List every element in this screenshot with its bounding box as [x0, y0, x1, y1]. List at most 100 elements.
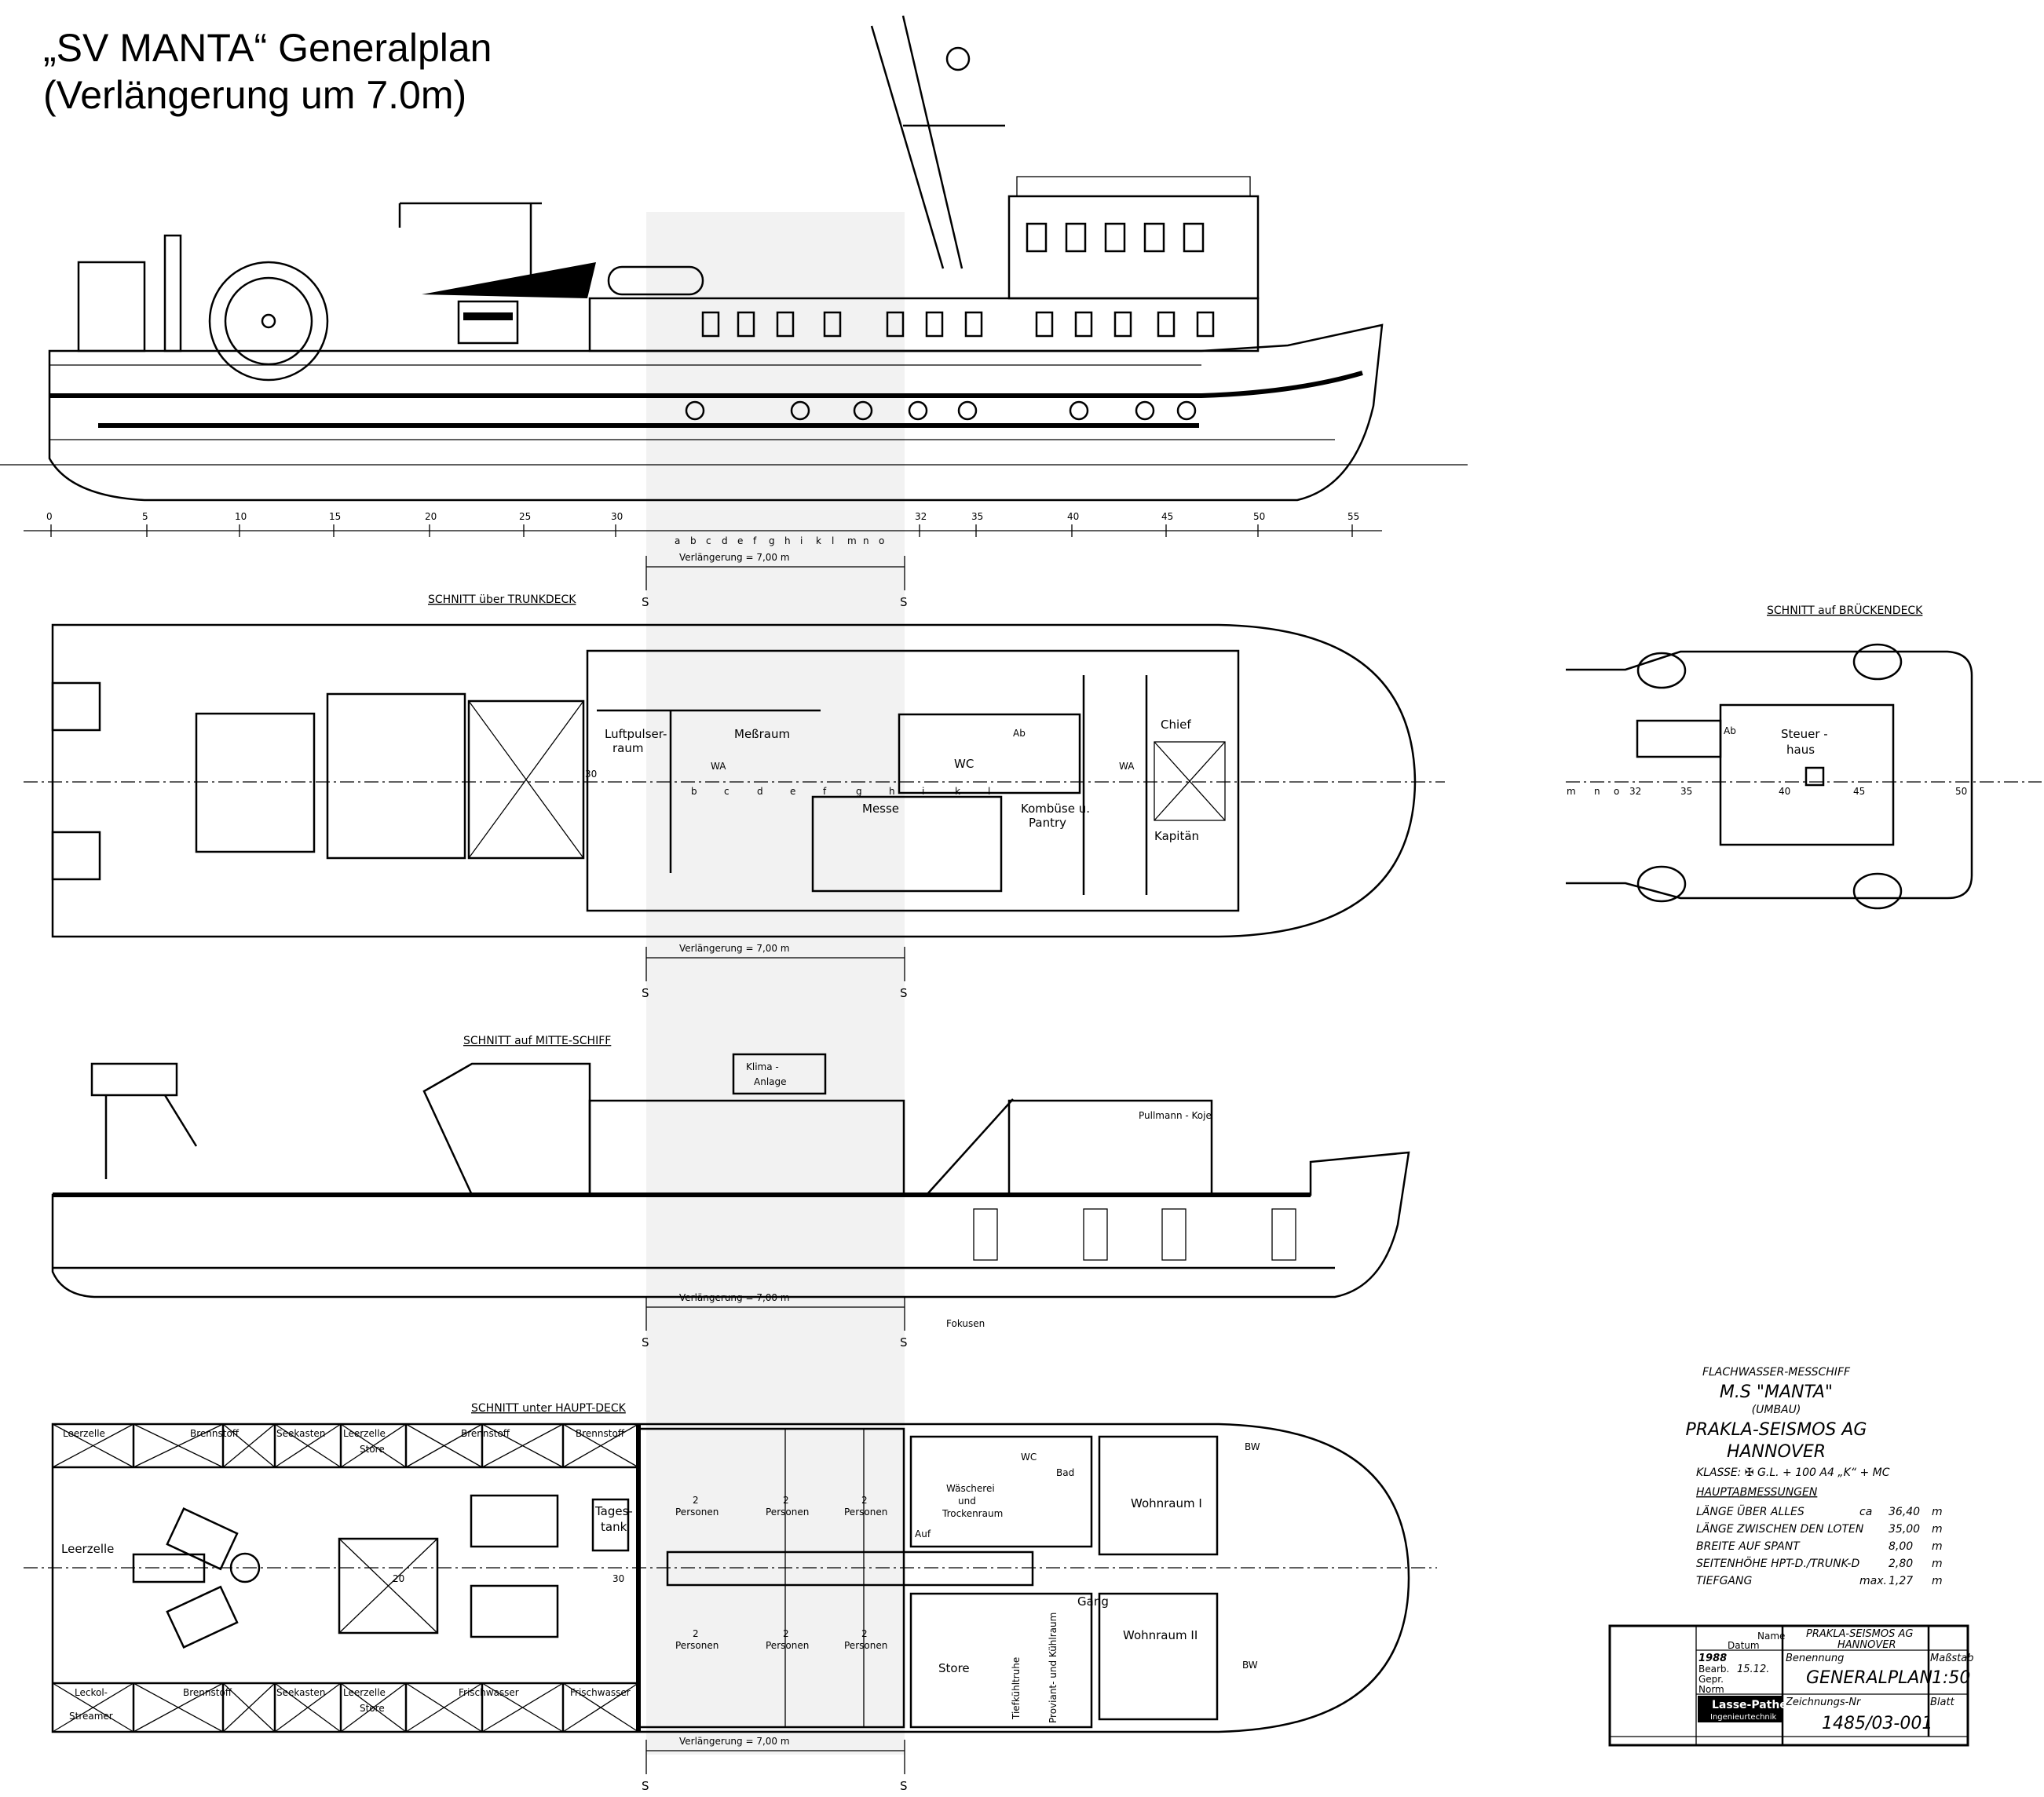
frame-letter: k — [816, 535, 821, 546]
frame-letter: m — [847, 535, 857, 546]
streamer-drum — [208, 261, 329, 382]
frame-letter: e — [790, 786, 795, 797]
door — [1271, 1208, 1296, 1261]
midship-hull — [51, 1151, 1410, 1298]
window — [886, 311, 905, 338]
svg-text:PRAKLA-SEISMOS AG: PRAKLA-SEISMOS AG — [1686, 1420, 1867, 1440]
frame-letter: h — [784, 535, 791, 546]
tank-label: Seekasten — [276, 1428, 325, 1439]
cabin-count: 2 — [693, 1628, 699, 1639]
spec-value: 1,27 — [1889, 1575, 1913, 1587]
tank-label: Brennstoff — [461, 1428, 510, 1439]
svg-text:Benennung: Benennung — [1786, 1653, 1844, 1664]
room-luftpulser-2: raum — [612, 741, 643, 755]
svg-text:30: 30 — [585, 769, 597, 780]
shaft-circle — [229, 1552, 261, 1583]
svg-text:HANNOVER: HANNOVER — [1727, 1442, 1826, 1462]
bridge-deck-plan: SCHNITT auf BRÜCKENDECK Steuer - haus Ab… — [1566, 603, 2042, 910]
tank-label: Leerzelle — [343, 1687, 386, 1698]
cabin-label: Personen — [766, 1507, 809, 1518]
hatch-fwd — [467, 699, 585, 860]
drawing-title: „SV MANTA“ Generalplan — [43, 26, 492, 70]
washbasin-label-1: WA — [711, 761, 726, 772]
spec-unit: m — [1932, 1506, 1943, 1518]
deckhouse — [588, 297, 1260, 352]
liferaft — [607, 265, 704, 296]
liferaft-3 — [1636, 865, 1687, 903]
room-pantry: Pantry — [1029, 816, 1066, 830]
svg-text:15.12.: 15.12. — [1737, 1664, 1769, 1675]
spec-unit: m — [1932, 1558, 1943, 1570]
frame-number: 45 — [1161, 511, 1173, 522]
door — [1083, 1208, 1108, 1261]
room-chief: Chief — [1161, 718, 1191, 732]
midship-fwd-house — [1007, 1099, 1213, 1196]
cabin-label: Personen — [844, 1507, 887, 1518]
frame-number: m — [1567, 786, 1576, 797]
stair-down-label: Ab — [1013, 728, 1026, 739]
corridor — [666, 1550, 1034, 1587]
porthole — [853, 400, 873, 421]
window — [925, 311, 944, 338]
tank-cross — [562, 1423, 639, 1468]
section-marker: S — [900, 986, 908, 1000]
drawing-subtitle: (Verlängerung um 7.0m) — [43, 73, 466, 117]
frame-letter: h — [889, 786, 895, 797]
cabin-count: 2 — [783, 1495, 789, 1506]
tank-label: Leckol- — [75, 1687, 108, 1698]
frame-number: 50 — [1955, 786, 1967, 797]
frame-letter: d — [722, 535, 728, 546]
room-steuerhaus: Steuer - — [1781, 727, 1828, 741]
auf-label: Auf — [915, 1529, 931, 1540]
frame-letter: b — [690, 535, 697, 546]
svg-text:Ingenieurtechnik: Ingenieurtechnik — [1710, 1713, 1777, 1722]
porthole — [685, 400, 705, 421]
tank-label: Leerzelle — [343, 1428, 386, 1439]
spec-label: LÄNGE ÜBER ALLES — [1696, 1504, 1804, 1518]
reel-frame — [195, 712, 316, 853]
window — [823, 311, 842, 338]
liferaft-2 — [1852, 643, 1903, 681]
svg-text:30: 30 — [612, 1573, 624, 1584]
section-title-main-deck: SCHNITT unter HAUPT-DECK — [471, 1402, 627, 1415]
frame-letter: c — [724, 786, 729, 797]
svg-text:Blatt: Blatt — [1930, 1697, 1955, 1708]
logo-mark — [463, 312, 513, 320]
tank-cross — [274, 1682, 342, 1733]
tagestank — [591, 1498, 630, 1552]
window — [701, 311, 720, 338]
frame-letter: d — [757, 786, 763, 797]
wheelhouse-room — [1719, 703, 1895, 846]
engine-2 — [132, 1553, 206, 1583]
frame-number: 25 — [519, 511, 531, 522]
room-wc: WC — [954, 757, 974, 771]
frame-number: 0 — [46, 511, 53, 522]
svg-text:KLASSE: ✠ G.L. + 100 A4 „K“: KLASSE: ✠ G.L. + 100 A4 „K“ + MC — [1696, 1466, 1890, 1479]
svg-text:HANNOVER: HANNOVER — [1837, 1639, 1896, 1651]
svg-text:(UMBAU): (UMBAU) — [1752, 1404, 1801, 1416]
bad-label: Bad — [1056, 1467, 1074, 1478]
tank-cross — [274, 1423, 342, 1468]
tank-label: Brennstoff — [183, 1687, 232, 1698]
spec-value: 8,00 — [1889, 1540, 1913, 1553]
cabin-count: 2 — [783, 1628, 789, 1639]
spec-label: SEITENHÖHE HPT-D./TRUNK-D — [1696, 1556, 1859, 1570]
tank-cross — [481, 1682, 564, 1733]
porthole — [908, 400, 928, 421]
stern-gantry-section — [90, 1062, 178, 1097]
wohnraum-1: Wohnraum I — [1131, 1496, 1202, 1510]
frame-number: n — [1594, 786, 1600, 797]
frame-number: 40 — [1779, 786, 1790, 797]
hull-outline — [48, 323, 1384, 502]
wheelhouse-window — [1065, 222, 1087, 253]
section-marker: S — [642, 595, 649, 609]
door — [973, 1208, 998, 1261]
wheelhouse-window — [1143, 222, 1165, 253]
wheelhouse-window — [1026, 222, 1048, 253]
window — [1196, 311, 1215, 338]
tagestank-label-2: tank — [601, 1520, 627, 1534]
window — [737, 311, 755, 338]
tiefkuehl-label: Tiefkühltruhe — [1011, 1657, 1022, 1720]
cabin-label: Personen — [766, 1640, 809, 1651]
